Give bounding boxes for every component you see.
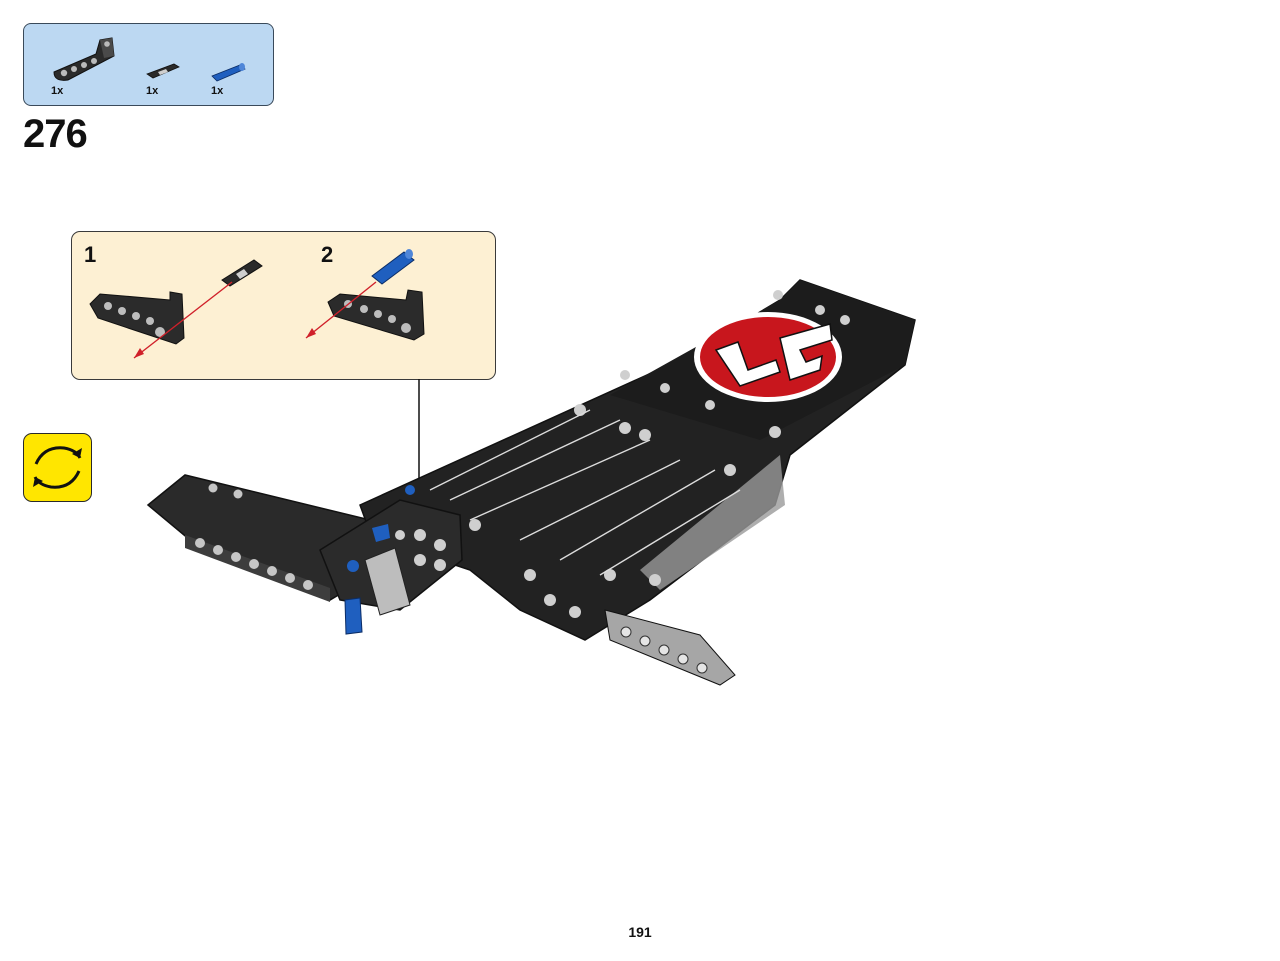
substep-2-blue-pin [371,249,415,285]
blue-pin-inserted-top [372,524,390,542]
part-qty-3: 1x [211,85,224,97]
part-qty-2: 1x [146,85,159,97]
parts-list-callout: 1x 1x 1x [23,23,274,106]
axle-pin-part [146,63,180,79]
insert-arrow-2 [305,281,377,339]
subassembly-illustration [89,249,425,359]
substep-2-beam [327,289,425,341]
page-number: 191 [628,924,652,940]
substep-1-axle-pin [221,259,263,287]
part-qty-1: 1x [51,85,64,97]
blue-pin-inserted-bottom [344,597,363,635]
grey-connector [364,547,411,616]
substep-number-1: 1 [84,242,97,267]
substep-number-2: 2 [321,242,334,267]
insert-arrow-1 [133,281,233,359]
rotate-model-icon [23,433,92,502]
ls-logo-emblem [694,312,842,402]
step-number: 276 [23,112,88,156]
substep-1-beam [89,291,185,345]
angled-beam-part [53,37,115,81]
subassembly-callout: 1 2 [71,231,496,380]
blue-pin-part [211,63,246,82]
lower-grey-beam [604,609,736,686]
